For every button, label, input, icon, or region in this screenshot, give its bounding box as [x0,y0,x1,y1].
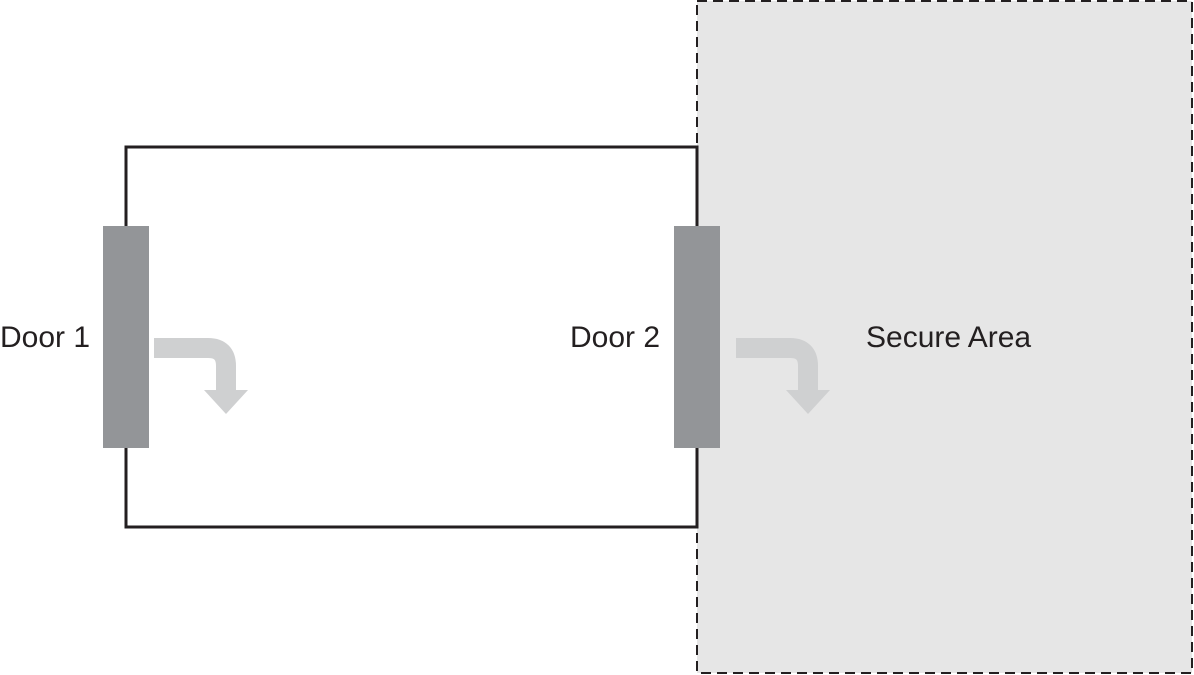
door-2-label: Door 2 [570,321,660,354]
secure-area-region [696,0,1193,674]
door-1-label: Door 1 [0,321,90,354]
bent-arrow-down-icon [154,338,248,414]
door-1 [103,226,149,448]
secure-area-label: Secure Area [866,321,1031,354]
door-2 [674,226,720,448]
bent-arrow-down-icon [736,338,830,414]
